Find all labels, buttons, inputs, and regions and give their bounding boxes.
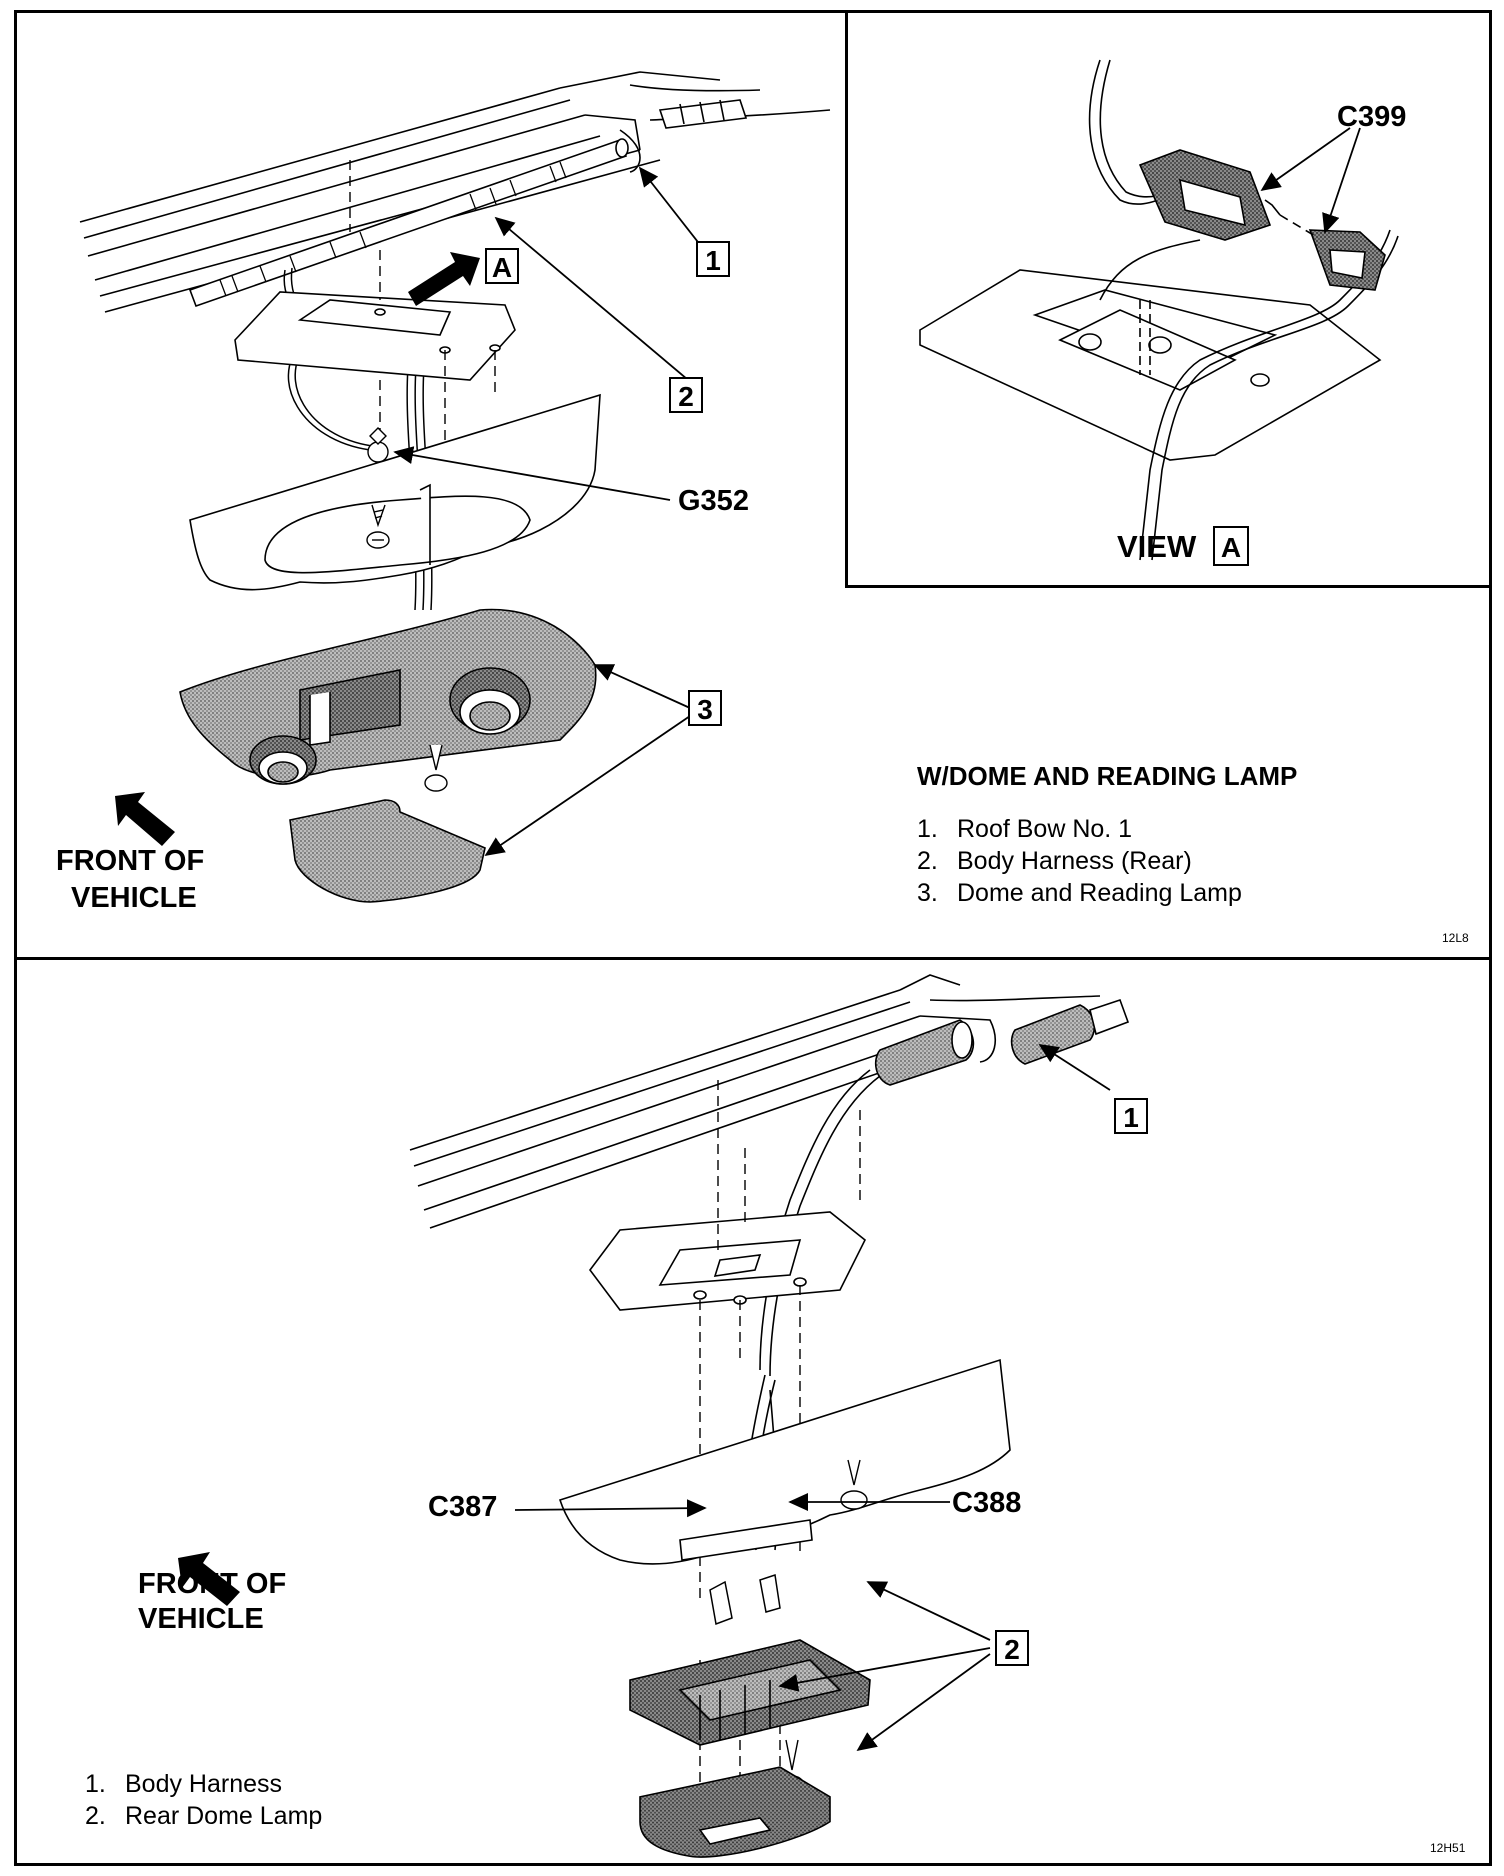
front-of-vehicle-bottom-line2: VEHICLE (138, 1603, 264, 1635)
front-arrow-top (115, 792, 175, 846)
figure-code-top: 12L8 (1442, 931, 1469, 945)
callout-2-bottom: 2 (995, 1630, 1029, 1666)
bracket-bottom (589, 1211, 867, 1311)
headliner-panel (189, 393, 601, 591)
screw-lamp (424, 744, 448, 792)
label-view: VIEW (1117, 529, 1197, 564)
ground-terminal (367, 427, 389, 463)
screw-bottom (840, 1459, 868, 1510)
bottom-panel (14, 957, 1492, 1866)
legend-item: 1.Body Harness (85, 1770, 283, 1798)
front-arrow-bottom (178, 1552, 240, 1606)
callout-1-top: 1 (696, 241, 730, 277)
leader-lines-bottom (514, 1044, 1111, 1752)
rear-dome-lens (639, 1766, 831, 1858)
leader-lines-c399 (1260, 127, 1361, 234)
front-of-vehicle-bottom-line1: FRONT OF (138, 1568, 287, 1600)
callout-view-a: A (1213, 526, 1249, 566)
dome-reading-lamp (179, 608, 597, 785)
leader-lines-top (393, 166, 713, 857)
legend-top: 1.Roof Bow No. 1 2.Body Harness (Rear) 3… (917, 813, 1242, 909)
legend-item: 1.Roof Bow No. 1 (917, 815, 1133, 843)
legend-item: 3.Dome and Reading Lamp (917, 879, 1242, 907)
label-c388: C388 (952, 1487, 1022, 1519)
body-harness-rear (188, 99, 748, 308)
front-of-vehicle-top-line2: VEHICLE (71, 882, 197, 914)
label-g352: G352 (678, 485, 749, 517)
view-a-arrow (408, 252, 480, 306)
legend-item: 2.Rear Dome Lamp (85, 1802, 323, 1830)
legend-title-top: W/DOME AND READING LAMP (917, 761, 1298, 791)
label-c387: C387 (428, 1491, 498, 1523)
legend-bottom: 1.Body Harness 2.Rear Dome Lamp (85, 1768, 322, 1832)
figure-code-bottom: 12H51 (1430, 1841, 1466, 1855)
connectors-c387-c388 (709, 1574, 781, 1626)
headliner-bottom (558, 1358, 1011, 1565)
callout-1-bottom: 1 (1114, 1098, 1148, 1134)
lamp-bracket (234, 291, 516, 381)
rear-dome-lamp-housing (629, 1639, 871, 1746)
front-of-vehicle-top-line1: FRONT OF (56, 845, 205, 877)
callout-3-top: 3 (688, 690, 722, 726)
view-a-drawing (919, 59, 1399, 561)
lamp-lens (289, 799, 486, 903)
roof-rails-bottom (409, 974, 1101, 1229)
label-c399: C399 (1337, 101, 1407, 133)
callout-a-arrow: A (485, 248, 519, 284)
screw-top (366, 504, 390, 549)
legend-item: 2.Body Harness (Rear) (917, 847, 1192, 875)
callout-2-top: 2 (669, 377, 703, 413)
